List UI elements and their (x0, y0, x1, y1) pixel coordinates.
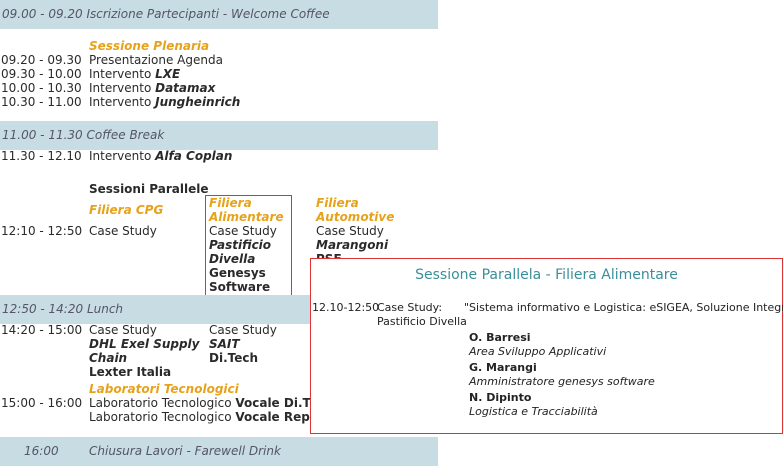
schedule-item: Intervento Jungheinrich (89, 95, 240, 109)
company-lexter[interactable]: Lexter Italia (89, 365, 172, 379)
speaker-company[interactable]: Jungheinrich (155, 95, 241, 109)
popup-title: Sessione Parallela - Filiera Alimentare (415, 267, 678, 283)
speaker-role: Area Sviluppo Applicativi (469, 345, 607, 358)
filiera-alimentare-heading-2[interactable]: Alimentare (209, 210, 284, 224)
company-genesys[interactable]: Genesys (209, 266, 266, 280)
lab-item: Laboratorio Tecnologico Vocale Di.T (89, 396, 311, 410)
lab-company[interactable]: Vocale Di.T (235, 396, 311, 410)
filiera-alimentare-heading-1[interactable]: Filiera (209, 196, 252, 210)
lab-heading: Laboratori Tecnologici (89, 382, 239, 396)
speaker-name: N. Dipinto (469, 391, 532, 404)
row-time: 09.20 - 09.30 (1, 53, 82, 67)
row-time: 10.30 - 11.00 (1, 95, 82, 109)
closing-time: 16:00 (24, 444, 59, 458)
filiera-automotive-heading-1[interactable]: Filiera (316, 196, 359, 210)
company-sait[interactable]: SAIT (209, 337, 240, 351)
highlight-box (205, 195, 292, 296)
case-study-cpg: Case Study (89, 224, 157, 238)
popup-subject: Pastificio Divella (377, 315, 467, 328)
popup-time: 12.10-12:50 (312, 301, 380, 314)
speaker-role: Amministratore genesys software (469, 375, 655, 388)
row-label: Intervento (89, 81, 156, 95)
company-ditech[interactable]: Di.Tech (209, 351, 259, 365)
case-study-label: Case Study (316, 224, 384, 238)
speaker-role: Logistica e Tracciabilità (469, 405, 598, 418)
company-marangoni[interactable]: Marangoni (316, 238, 389, 252)
speaker-name: G. Marangi (469, 361, 537, 374)
company-pastificio[interactable]: Pastificio (209, 238, 272, 252)
case-study-label: Case Study (209, 224, 277, 238)
row-label: Intervento (89, 67, 156, 81)
row-time: 10.00 - 10.30 (1, 81, 82, 95)
schedule-item: Intervento Datamax (89, 81, 215, 95)
row-label: Intervento (89, 149, 156, 163)
speaker-name: O. Barresi (469, 331, 531, 344)
speaker-company[interactable]: Datamax (155, 81, 216, 95)
company-software[interactable]: Software (209, 280, 271, 294)
lab-company[interactable]: Vocale Rep (235, 410, 310, 424)
row-time: 09.30 - 10.00 (1, 67, 82, 81)
schedule-item: Presentazione Agenda (89, 53, 223, 67)
session-popup[interactable]: Sessione Parallela - Filiera Alimentare … (310, 258, 783, 434)
coffee-break-text: 11.00 - 11.30 Coffee Break (2, 128, 165, 142)
schedule-row: 10.30 - 11.00 (1, 95, 82, 109)
row-time: 14:20 - 15:00 (1, 323, 83, 337)
filiera-automotive-heading-2[interactable]: Automotive (316, 210, 395, 224)
row-time: 15:00 - 16:00 (1, 396, 83, 410)
speaker-company[interactable]: LXE (155, 67, 181, 81)
schedule-item: Intervento Alfa Coplan (89, 149, 232, 163)
company-divella[interactable]: Divella (209, 252, 256, 266)
filiera-cpg-heading[interactable]: Filiera CPG (89, 203, 164, 217)
coffee-break-bar: 11.00 - 11.30 Coffee Break (0, 121, 438, 150)
row-time: 11.30 - 12.10 (1, 149, 82, 163)
case-study-label: Case Study (209, 323, 277, 337)
row-label: Presentazione Agenda (89, 53, 223, 67)
welcome-text: 09.00 - 09.20 Iscrizione Partecipanti - … (2, 7, 330, 21)
parallel-heading: Sessioni Parallele (89, 182, 209, 196)
company-dhl[interactable]: DHL Exel Supply (89, 337, 200, 351)
closing-text: Chiusura Lavori - Farewell Drink (89, 444, 281, 458)
schedule-row: 09.20 - 09.30 (1, 53, 82, 67)
lab-item: Laboratorio Tecnologico Vocale Rep (89, 410, 310, 424)
row-label: Intervento (89, 95, 156, 109)
company-dhl-chain[interactable]: Chain (89, 351, 128, 365)
speaker-company[interactable]: Alfa Coplan (155, 149, 233, 163)
popup-label: Case Study: (377, 301, 443, 314)
welcome-bar: 09.00 - 09.20 Iscrizione Partecipanti - … (0, 0, 438, 29)
closing-bar: 16:00 Chiusura Lavori - Farewell Drink (0, 437, 438, 466)
plenary-heading: Sessione Plenaria (89, 39, 210, 53)
row-label: Laboratorio Tecnologico (89, 410, 236, 424)
popup-topic: "Sistema informativo e Logistica: eSIGEA… (464, 301, 783, 314)
lunch-text: 12:50 - 14:20 Lunch (2, 302, 124, 316)
row-time: 12:10 - 12:50 (1, 224, 83, 238)
schedule-row: 10.00 - 10.30 (1, 81, 82, 95)
schedule-row: 09.30 - 10.00 (1, 67, 82, 81)
schedule-item: Intervento LXE (89, 67, 180, 81)
row-label: Laboratorio Tecnologico (89, 396, 236, 410)
case-study-label: Case Study (89, 323, 157, 337)
